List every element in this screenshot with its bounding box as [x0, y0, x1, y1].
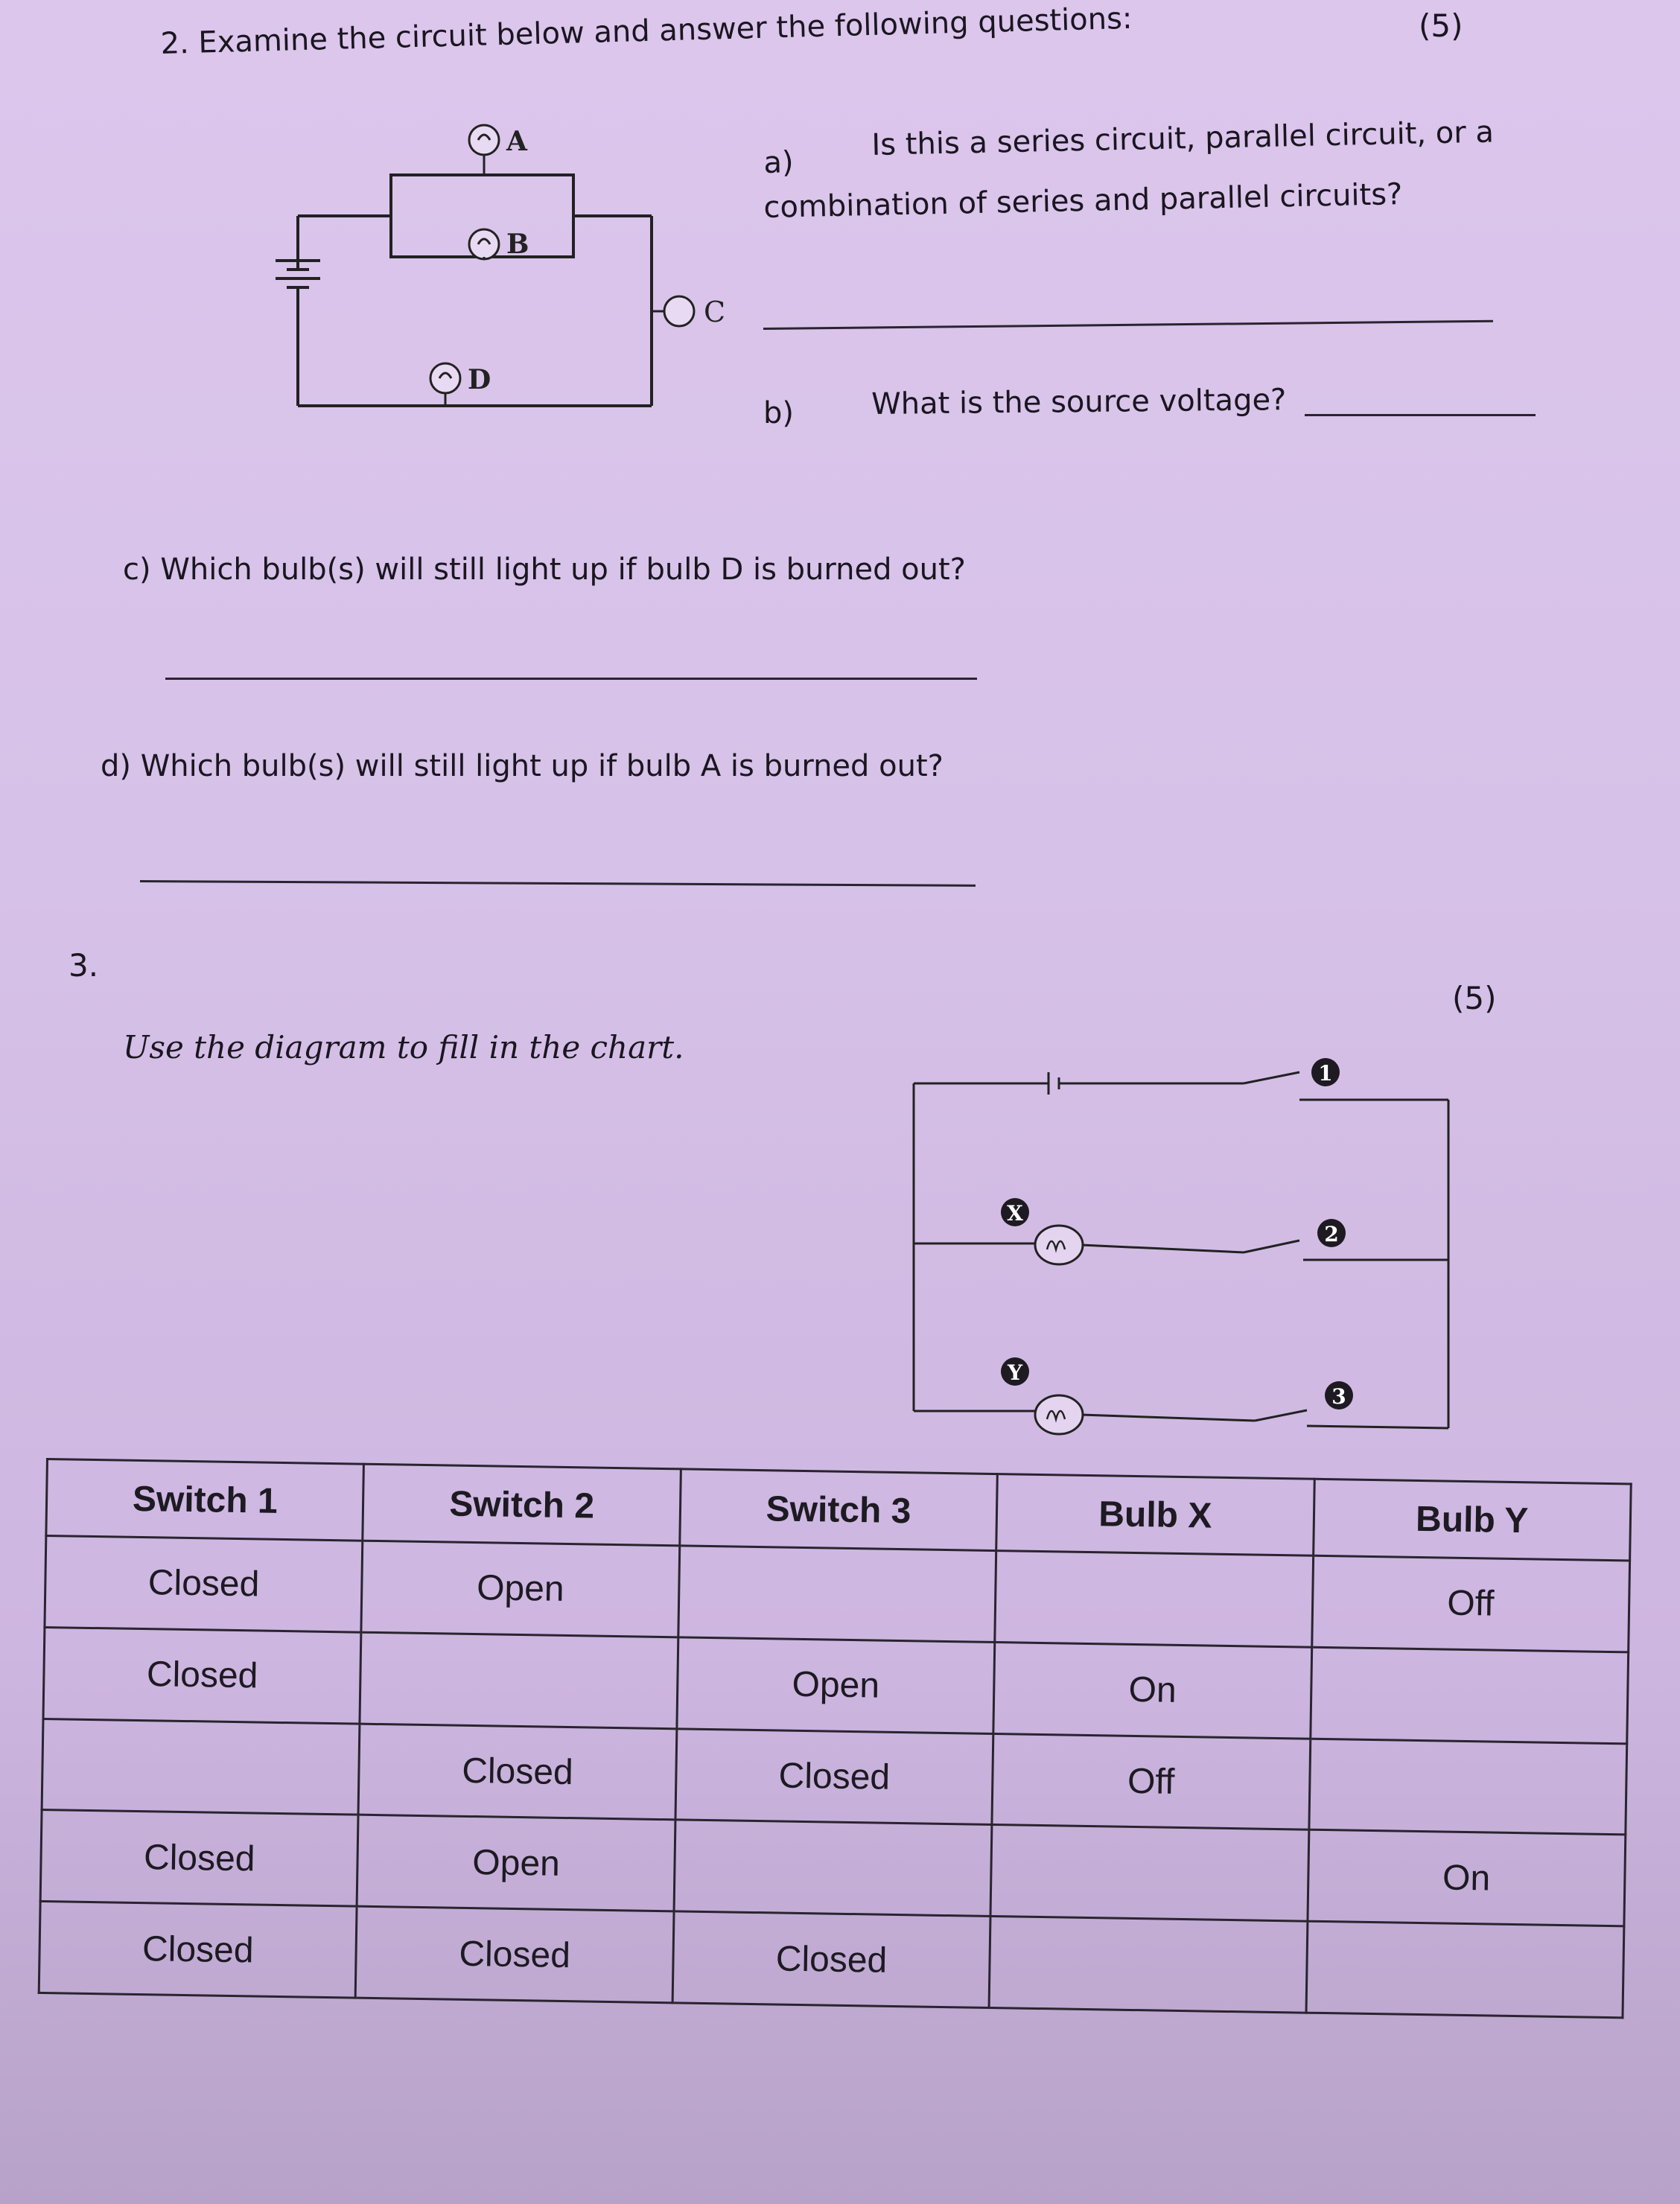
table-cell[interactable]: Closed	[43, 1627, 362, 1724]
q2-circuit-diagram: A B C D	[276, 124, 725, 407]
q2b-text: What is the source voltage?	[871, 383, 1287, 421]
svg-text:X: X	[1007, 1201, 1023, 1226]
bulb-a-label: A	[506, 126, 528, 157]
bulb-c-label: C	[704, 296, 725, 328]
header-switch-3: Switch 3	[679, 1468, 998, 1551]
table-cell[interactable]	[360, 1631, 678, 1729]
table-cell[interactable]	[673, 1820, 993, 1917]
header-switch-2: Switch 2	[363, 1464, 681, 1546]
table-cell[interactable]	[678, 1545, 996, 1643]
bulb-d-label: D	[468, 364, 491, 395]
switch-1-marker: 1	[1311, 1058, 1340, 1086]
table-cell[interactable]	[994, 1550, 1314, 1648]
q3-number: 3.	[69, 947, 99, 984]
q2-marks: (5)	[1419, 7, 1463, 44]
table-cell[interactable]: Open	[676, 1637, 995, 1734]
q2c-question: c) Which bulb(s) will still light up if …	[123, 552, 966, 587]
q3-marks: (5)	[1452, 980, 1497, 1016]
table-cell[interactable]: Closed	[39, 1901, 357, 1998]
q2d-answer-line[interactable]	[139, 880, 976, 887]
svg-text:Y: Y	[1007, 1360, 1023, 1385]
bulb-x-icon	[1034, 1224, 1084, 1266]
header-bulb-y: Bulb Y	[1313, 1479, 1632, 1561]
table-cell[interactable]	[990, 1824, 1309, 1922]
header-switch-1: Switch 1	[45, 1459, 364, 1541]
q2a-line2: combination of series and parallel circu…	[763, 177, 1403, 225]
table-cell[interactable]: Closed	[672, 1911, 991, 2008]
bulb-a-icon	[468, 124, 500, 175]
table-cell[interactable]: Closed	[355, 1906, 674, 2003]
q2b-label: b)	[763, 396, 794, 430]
q2a-line1: Is this a series circuit, parallel circu…	[871, 115, 1495, 162]
q3-chart-table: Switch 1 Switch 2 Switch 3 Bulb X Bulb Y…	[38, 1458, 1632, 2019]
bulb-d-icon	[429, 362, 462, 406]
table-cell[interactable]	[1310, 1647, 1629, 1744]
bulb-c-icon	[652, 295, 696, 328]
bulb-y-marker: Y	[1001, 1357, 1029, 1386]
table-cell[interactable]: Closed	[44, 1535, 363, 1632]
table-cell[interactable]: Closed	[358, 1723, 677, 1821]
table-cell[interactable]	[1308, 1738, 1627, 1835]
svg-text:2: 2	[1324, 1222, 1338, 1246]
bulb-b-label: B	[506, 229, 529, 260]
table-cell[interactable]: Off	[1311, 1555, 1630, 1652]
table-cell[interactable]: Off	[992, 1733, 1311, 1830]
bulb-y-icon	[1034, 1394, 1084, 1436]
table-cell[interactable]: On	[1307, 1829, 1626, 1927]
q2b-answer-line[interactable]	[1305, 414, 1536, 416]
table-cell[interactable]: Open	[361, 1541, 680, 1637]
header-bulb-x: Bulb X	[996, 1474, 1314, 1556]
table-cell[interactable]: Open	[357, 1815, 675, 1912]
switch-2-marker: 2	[1317, 1219, 1346, 1247]
q2-header: 2. Examine the circuit below and answer …	[160, 1, 1133, 61]
q3-instruction: Use the diagram to fill in the chart.	[123, 1029, 684, 1066]
table-cell[interactable]	[42, 1719, 360, 1815]
table-cell[interactable]	[989, 1916, 1308, 2013]
q2a-answer-line[interactable]	[763, 319, 1493, 330]
bulb-x-marker: X	[1001, 1198, 1029, 1226]
q2c-answer-line[interactable]	[165, 678, 977, 680]
svg-text:3: 3	[1331, 1384, 1346, 1409]
table-cell[interactable]: On	[993, 1642, 1312, 1739]
q2d-question: d) Which bulb(s) will still light up if …	[101, 749, 944, 783]
q3-circuit-diagram: X Y 1 2 3	[912, 1058, 1450, 1436]
table-cell[interactable]	[1305, 1921, 1624, 2018]
q2a-label: a)	[763, 145, 795, 180]
table-cell[interactable]: Closed	[40, 1809, 359, 1907]
table-cell[interactable]: Closed	[675, 1728, 994, 1825]
svg-text:1: 1	[1318, 1061, 1332, 1086]
bulb-b-icon	[468, 228, 500, 261]
switch-3-marker: 3	[1325, 1381, 1353, 1410]
